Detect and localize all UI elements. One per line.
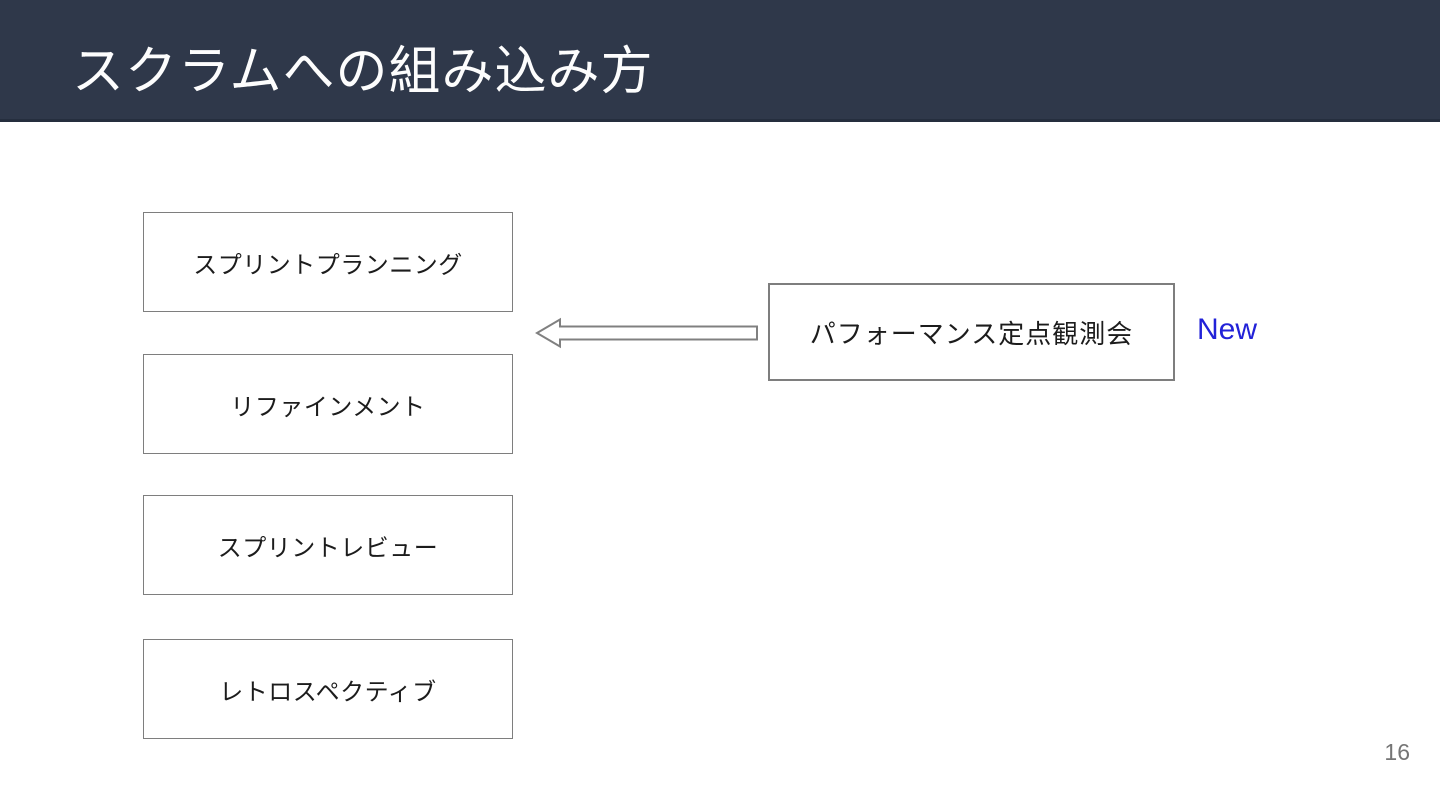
left-arrow-connector-icon: [535, 317, 759, 349]
flow-box-label: パフォーマンス定点観測会: [809, 318, 1134, 349]
flow-box-sprint-planning: スプリントプランニング: [143, 212, 513, 312]
flow-box-sprint-review: スプリントレビュー: [143, 495, 513, 595]
slide-title-bar: スクラムへの組み込み方: [0, 0, 1440, 122]
flow-box-label: レトロスペクティブ: [219, 678, 437, 706]
flow-box-retrospective: レトロスペクティブ: [143, 639, 513, 739]
flow-box-label: リファインメント: [230, 393, 426, 421]
flow-box-refinement: リファインメント: [143, 354, 513, 454]
flow-box-label: スプリントプランニング: [193, 251, 463, 279]
new-badge: New: [1197, 313, 1258, 346]
slide-title: スクラムへの組み込み方: [72, 42, 654, 101]
flow-box-performance-observation-meeting: パフォーマンス定点観測会: [768, 283, 1175, 381]
flow-box-label: スプリントレビュー: [217, 534, 439, 562]
page-number: 16: [1384, 739, 1410, 765]
